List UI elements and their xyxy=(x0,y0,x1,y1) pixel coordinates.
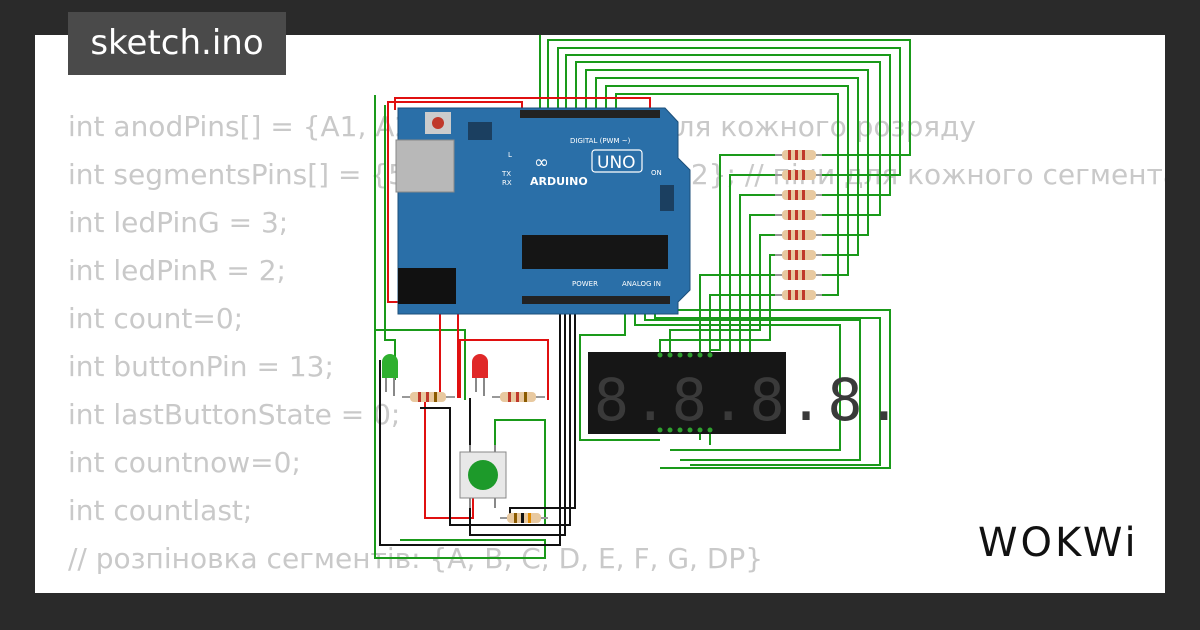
resistor[interactable] xyxy=(775,190,822,200)
resistor[interactable] xyxy=(775,250,822,260)
red-led[interactable] xyxy=(472,354,488,396)
code-line: int countnow=0; xyxy=(68,446,301,479)
arduino-uno-board[interactable]: DIGITAL (PWM ~) ARDUINO UNO ∞ L TX RX ON… xyxy=(395,107,691,315)
resistor[interactable] xyxy=(775,170,822,180)
led-rx-label: RX xyxy=(502,179,512,187)
usb-port xyxy=(395,139,455,193)
power-jack xyxy=(398,268,456,304)
code-line: int lastButtonState = 0; xyxy=(68,398,401,431)
green-led[interactable] xyxy=(382,354,398,396)
analog-label: ANALOG IN xyxy=(622,280,661,288)
push-button[interactable] xyxy=(459,445,507,508)
resistor[interactable] xyxy=(775,150,822,160)
code-line: int countlast; xyxy=(68,494,253,527)
green-wires xyxy=(374,35,911,559)
button-resistor[interactable] xyxy=(500,513,548,523)
power-label: POWER xyxy=(572,280,598,288)
power-analog-header xyxy=(522,296,670,304)
icsp-header xyxy=(468,122,492,140)
resistor[interactable] xyxy=(775,270,822,280)
code-line: int count=0; xyxy=(68,302,244,335)
resistor-array xyxy=(775,150,822,300)
resistor[interactable] xyxy=(775,210,822,220)
code-line: byte seg[8][8] = { xyxy=(68,583,1165,593)
code-line: int ledPinG = 3; xyxy=(68,206,289,239)
code-line: int buttonPin = 13; xyxy=(68,350,334,383)
code-line: int ledPinR = 2; xyxy=(68,254,286,287)
code-preview: int anodPins[] = {A1, A2, A3, A4}; // пі… xyxy=(68,103,1165,593)
display-digits: 8.8.8.8. xyxy=(594,366,905,434)
digital-header-label: DIGITAL (PWM ~) xyxy=(570,137,631,145)
icsp-header-2 xyxy=(660,185,674,211)
model-label: UNO xyxy=(597,153,636,173)
microcontroller-chip xyxy=(522,235,668,269)
led-on-label: ON xyxy=(651,169,662,177)
model-badge xyxy=(591,149,643,173)
wokwi-logo: WOKWi xyxy=(978,520,1139,566)
resistor[interactable] xyxy=(775,290,822,300)
brand-label: ARDUINO xyxy=(530,175,588,188)
infinity-icon: ∞ xyxy=(534,152,549,173)
led-l-label: L xyxy=(508,151,512,159)
reset-button-cap xyxy=(432,117,444,129)
seven-segment-display[interactable]: 8.8.8.8. xyxy=(588,352,905,434)
led-tx-label: TX xyxy=(501,170,511,178)
led-resistor[interactable] xyxy=(402,392,455,402)
resistor[interactable] xyxy=(775,230,822,240)
file-title: sketch.ino xyxy=(68,12,286,75)
led-resistor[interactable] xyxy=(492,392,545,402)
digital-header xyxy=(520,110,660,118)
